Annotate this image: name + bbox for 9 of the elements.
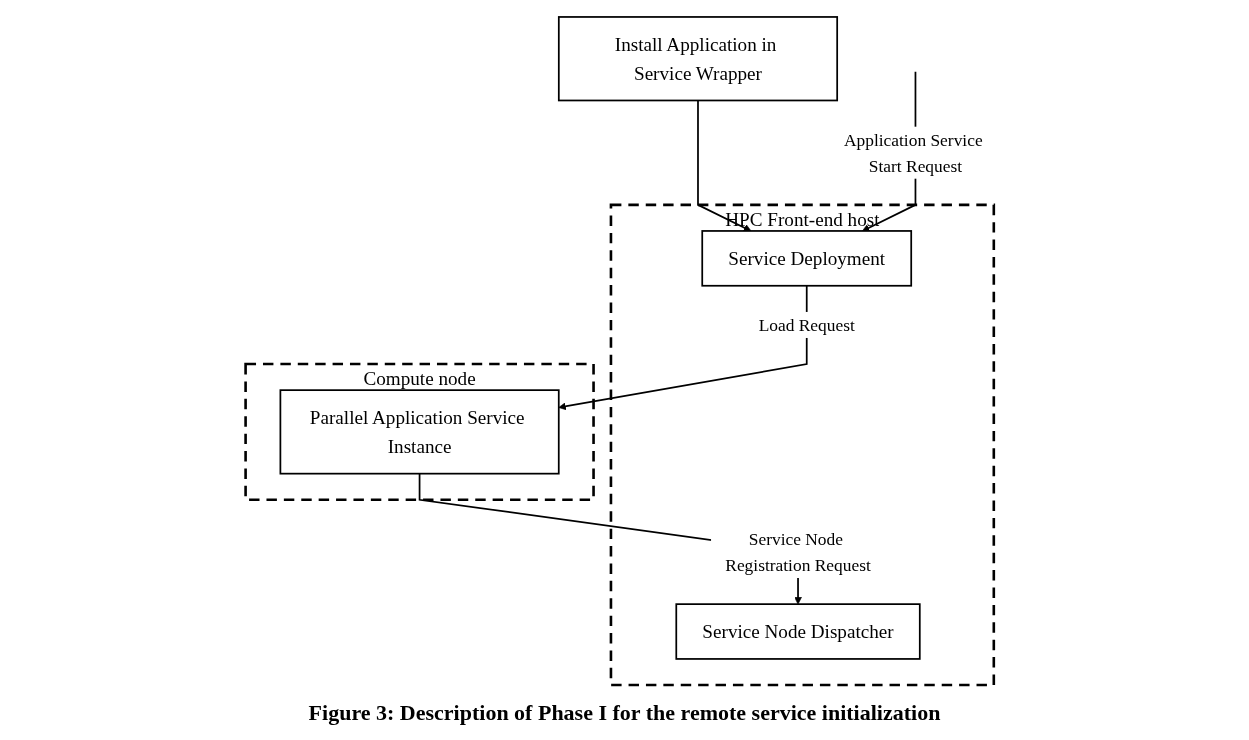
edge-label: Load Request [759,315,856,335]
arrow [697,99,752,232]
node-box: Service Node Dispatcher [675,603,922,660]
node-box: Install Application in Service Wrapper [558,16,839,102]
figure-caption: Figure 3: Description of Phase I for the remote service initialization [308,700,941,726]
edge-label: Service Node Registration Request [725,529,872,575]
node-box: Parallel Application Service Instance [280,389,561,475]
edge-label: Application Service Start Request [844,130,984,176]
node-box: Service Deployment [701,230,913,287]
